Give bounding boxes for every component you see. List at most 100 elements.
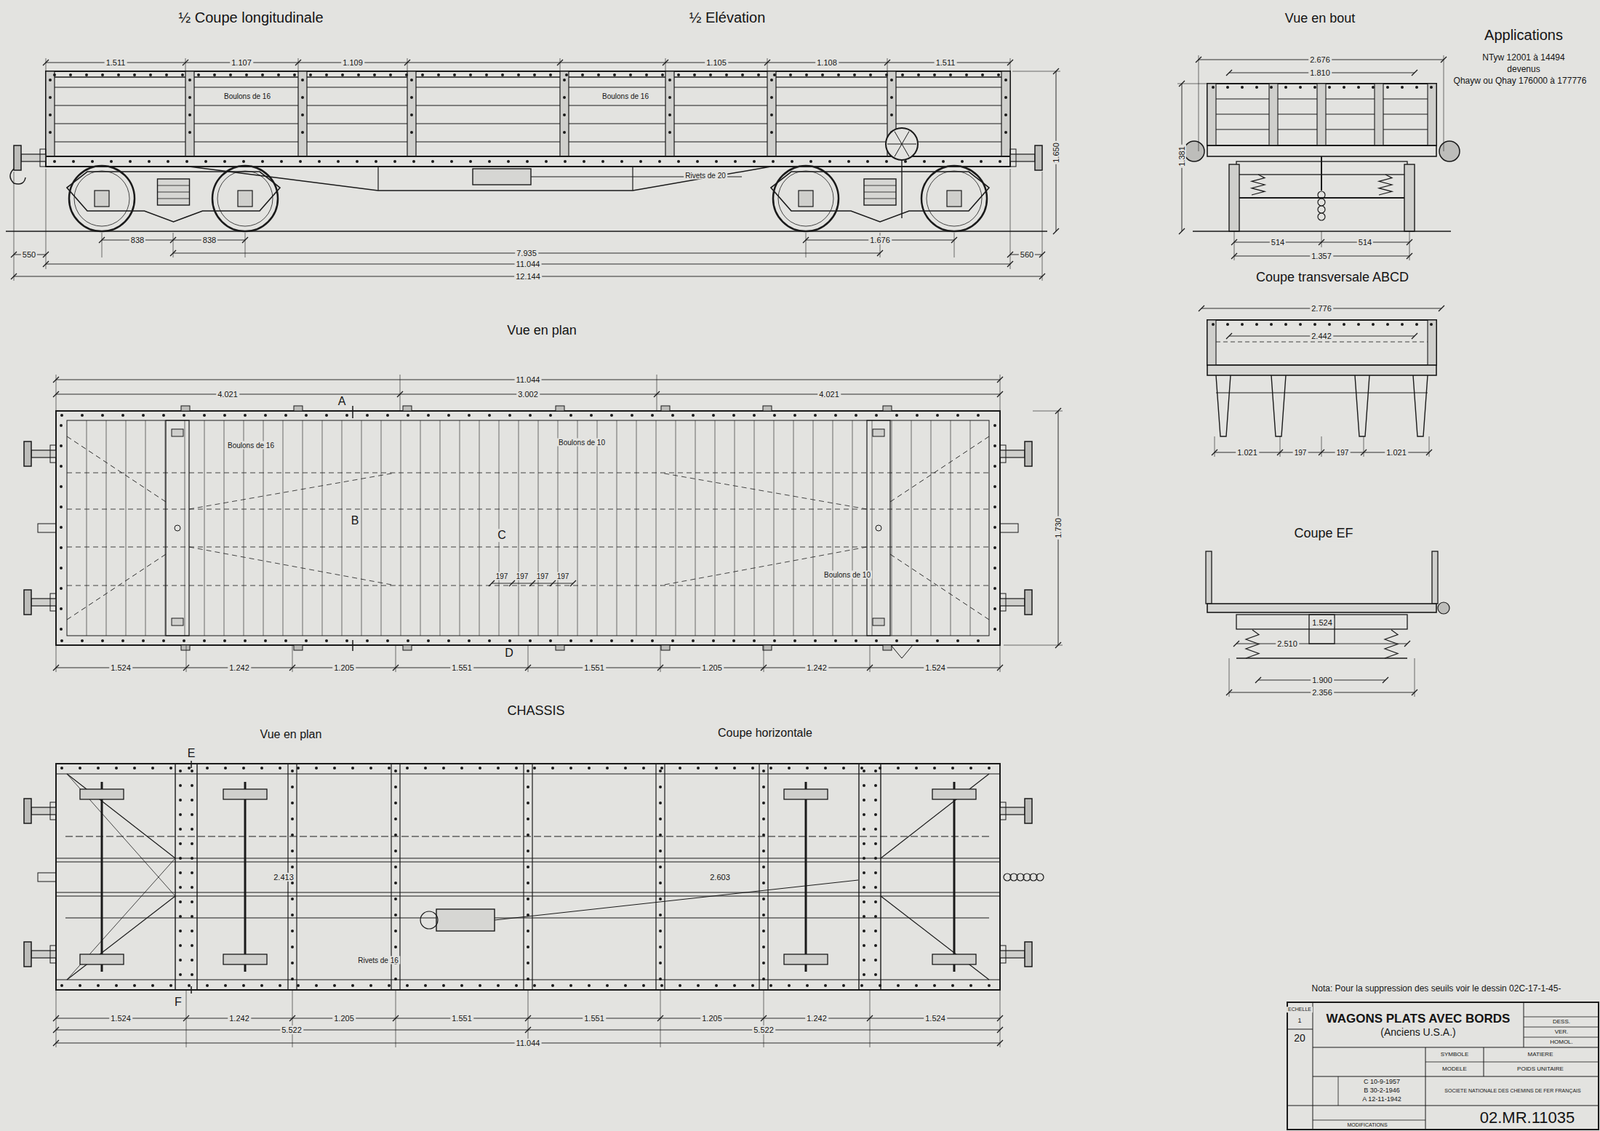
rivet <box>526 977 530 981</box>
floor-plank <box>322 420 323 636</box>
rivet <box>60 984 64 987</box>
stake-pocket <box>661 405 670 411</box>
brake-pipe <box>65 836 990 838</box>
dimension-value: 550 <box>21 250 38 259</box>
rivet <box>117 73 120 77</box>
rivet <box>793 413 797 417</box>
rivet <box>128 160 132 163</box>
dimension-tick <box>1198 305 1205 312</box>
rivet <box>59 627 63 631</box>
extension-line <box>407 58 408 72</box>
drawing-label: SYMBOLE <box>1439 1051 1471 1059</box>
dimension-value: 1.551 <box>450 1013 474 1023</box>
rivet <box>874 827 878 831</box>
hidden-sill <box>66 509 990 510</box>
handwheel-spoke <box>894 131 902 144</box>
buffer-plate <box>50 593 56 611</box>
cross-member <box>656 763 665 990</box>
rivet <box>197 73 200 77</box>
stake-pocket <box>402 645 412 651</box>
rivet <box>890 78 894 82</box>
rivet <box>290 817 294 821</box>
buffer-head <box>1437 602 1450 614</box>
rivet <box>941 160 945 163</box>
extension-line <box>1000 374 1001 411</box>
drawing-label: Applications <box>1482 26 1565 43</box>
rivet <box>290 801 294 805</box>
rivet <box>526 849 530 853</box>
buffer-stem <box>31 807 56 815</box>
rivet <box>549 639 552 643</box>
buffer-head <box>1024 941 1032 967</box>
extension-line <box>1363 436 1365 457</box>
rivet <box>386 639 390 643</box>
wheel-tread <box>217 170 273 227</box>
cross-tie <box>1216 392 1428 394</box>
rivet <box>1298 85 1302 89</box>
rivet <box>847 160 851 163</box>
end-stake <box>1427 83 1437 146</box>
stake-pocket <box>555 645 565 651</box>
rivet <box>987 984 991 987</box>
buffer-head <box>1024 441 1032 467</box>
extension-line <box>1321 231 1323 248</box>
rivet <box>162 639 166 643</box>
floor-plank <box>832 420 834 636</box>
dimension-value: 2.442 <box>1309 331 1334 341</box>
rivet <box>1284 322 1288 326</box>
rivet <box>187 984 191 987</box>
dimension-value: 1.108 <box>815 58 839 67</box>
rivet <box>874 944 878 947</box>
rivet <box>290 961 294 965</box>
chassis-view <box>24 760 1044 1048</box>
rivet <box>762 913 766 917</box>
floor-plank <box>656 420 657 636</box>
section-stake <box>1427 320 1437 366</box>
rivet <box>59 464 63 468</box>
rivet <box>59 444 63 448</box>
rivet <box>133 73 136 77</box>
rivet <box>960 160 964 163</box>
stake <box>298 71 307 157</box>
rivet <box>394 977 398 981</box>
rivet <box>752 160 756 163</box>
rivet <box>998 160 1002 163</box>
extension-line <box>292 645 294 672</box>
coupler-hook <box>1320 156 1323 191</box>
rivet <box>133 766 136 770</box>
dimension-value: 197 <box>1335 448 1351 457</box>
spring <box>1245 629 1259 659</box>
rivet <box>178 798 182 802</box>
rivet <box>394 785 398 789</box>
rivet <box>526 961 530 965</box>
bogie-side-frame <box>770 171 990 222</box>
floor-plank <box>793 420 795 636</box>
rivet <box>59 546 63 550</box>
rivet <box>59 607 63 611</box>
rivet <box>671 413 675 417</box>
rivet <box>442 984 446 987</box>
rivet <box>101 639 104 643</box>
rivet <box>394 801 398 805</box>
floor-plank <box>498 420 500 636</box>
rivet <box>467 639 471 643</box>
rivet <box>874 914 878 918</box>
rivet <box>290 849 294 853</box>
drawing-label: CHASSIS <box>505 704 566 719</box>
rivet <box>48 78 52 82</box>
rivet <box>394 769 398 773</box>
rivet <box>1226 85 1230 89</box>
rivet <box>752 413 756 417</box>
rivet <box>188 130 192 134</box>
rivet <box>642 766 646 770</box>
dimension-value: 1.551 <box>450 663 474 672</box>
rivet <box>59 424 63 427</box>
rivet <box>109 160 113 163</box>
floor-plank <box>145 420 147 636</box>
rivet <box>374 160 378 163</box>
rivet <box>336 160 340 163</box>
stake-pocket <box>762 645 772 651</box>
rivet <box>345 413 349 417</box>
dimension-tick <box>509 580 515 587</box>
drawing-label: Rivets de 16 <box>356 956 400 965</box>
